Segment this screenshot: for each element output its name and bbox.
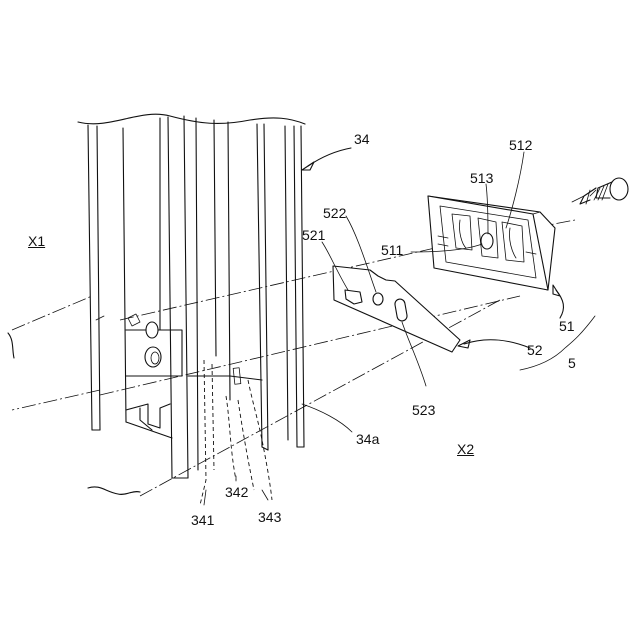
label-5: 5: [568, 356, 576, 370]
slot-342: [233, 368, 241, 385]
label-34: 34: [354, 132, 370, 146]
label-x1: X1: [28, 234, 45, 248]
screw-head: [610, 178, 628, 200]
label-34a: 34a: [356, 432, 379, 446]
plate-52: [333, 266, 460, 352]
label-343: 343: [258, 510, 281, 524]
label-x2: X2: [457, 442, 474, 456]
hole-522: [373, 293, 383, 305]
label-52: 52: [527, 343, 543, 357]
label-51: 51: [559, 319, 575, 333]
label-341: 341: [191, 513, 214, 527]
column-34: [78, 114, 305, 478]
label-523: 523: [412, 403, 435, 417]
label-513: 513: [470, 171, 493, 185]
label-511: 511: [381, 243, 403, 257]
label-512: 512: [509, 138, 532, 152]
label-522: 522: [323, 206, 346, 220]
screw: [572, 178, 628, 204]
upper-hole: [146, 322, 158, 338]
hole-511: [481, 233, 493, 249]
break-left: [8, 333, 14, 358]
column-break-bottom: [88, 487, 140, 495]
label-342: 342: [225, 485, 248, 499]
column-break-top: [78, 114, 305, 124]
clip-51: [428, 196, 555, 290]
label-521: 521: [302, 228, 325, 242]
